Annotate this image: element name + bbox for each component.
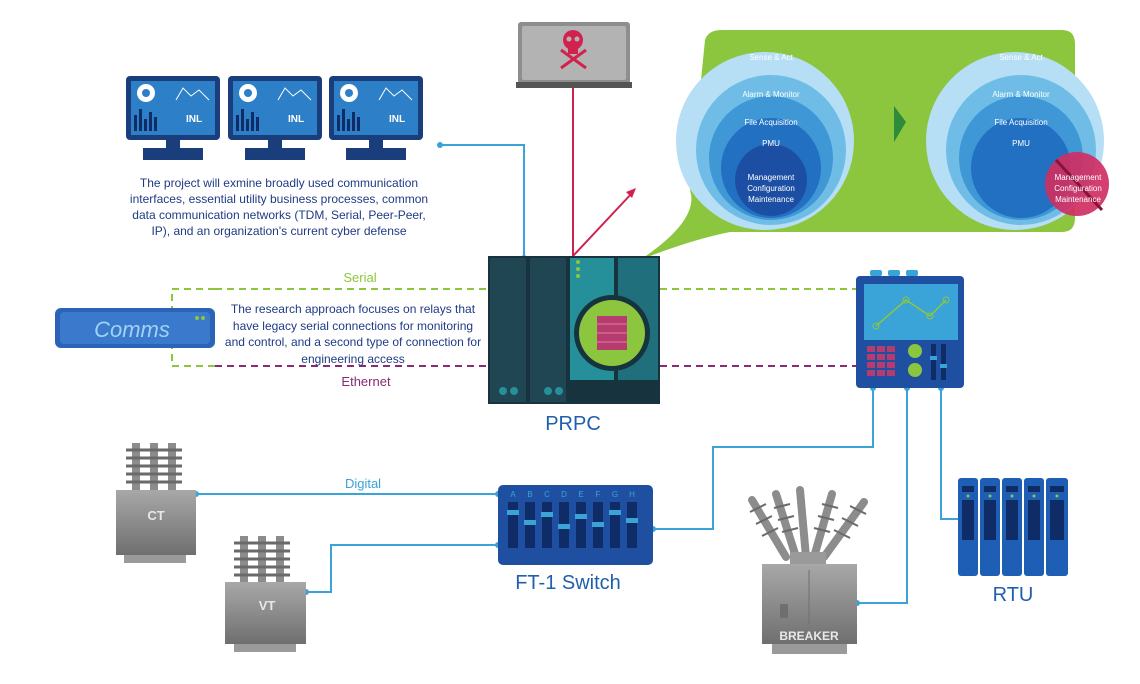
inl-logo: INL xyxy=(389,114,405,125)
rtu-label: RTU xyxy=(993,584,1034,606)
layer-label: Alarm & Monitor xyxy=(992,90,1050,99)
layer-label: File Acquisition xyxy=(994,118,1047,127)
ethernet-label: Ethernet xyxy=(341,374,391,389)
channel-label: C xyxy=(544,490,550,499)
relay-device xyxy=(856,270,964,388)
channel-label: E xyxy=(578,490,583,499)
channel-label: D xyxy=(561,490,567,499)
layer-label: Maintenance xyxy=(1055,195,1101,204)
monitor: INL xyxy=(228,76,322,160)
no-entry-icon xyxy=(1045,152,1109,216)
vt-label: VT xyxy=(259,598,276,613)
play-arrow-icon xyxy=(894,106,906,142)
layer-label: Alarm & Monitor xyxy=(742,90,800,99)
channel-label: F xyxy=(596,490,601,499)
layer-label: Sense & Act xyxy=(999,53,1043,62)
channel-label: A xyxy=(510,490,516,499)
breaker-relay-link xyxy=(857,388,908,604)
ct-transformer: CT xyxy=(116,443,196,563)
channel-label: H xyxy=(629,490,635,499)
skull-crossbones-icon xyxy=(560,30,587,70)
layer-label: Configuration xyxy=(1054,184,1102,193)
project-description: The project will exmine broadly used com… xyxy=(129,176,429,238)
prpc-label: PRPC xyxy=(545,413,601,435)
breaker-label: BREAKER xyxy=(779,629,839,643)
layer-stack-left: Sense & Act Alarm & Monitor File Acquisi… xyxy=(676,52,854,230)
layer-label: File Acquisition xyxy=(744,118,797,127)
switch-relay-link xyxy=(653,388,874,530)
rtu-rack xyxy=(958,478,1068,576)
layer-label: PMU xyxy=(762,139,780,148)
layer-label: Maintenance xyxy=(748,195,794,204)
layer-stack-right: Sense & Act Alarm & Monitor File Acquisi… xyxy=(926,52,1109,230)
attacker-server xyxy=(516,22,632,88)
comms-label: Comms xyxy=(94,317,170,342)
channel-label: G xyxy=(612,490,618,499)
inl-logo: INL xyxy=(288,114,304,125)
prpc-device xyxy=(488,256,660,404)
layer-label: Configuration xyxy=(747,184,795,193)
ct-label: CT xyxy=(147,508,164,523)
rtu-relay-link xyxy=(940,388,958,520)
digital-label: Digital xyxy=(345,476,381,491)
layer-label: PMU xyxy=(1012,139,1030,148)
monitor: INL xyxy=(329,76,423,160)
layer-label: Sense & Act xyxy=(749,53,793,62)
layer-label: Management xyxy=(748,173,795,182)
digital-link-vt xyxy=(306,544,498,593)
monitor-link xyxy=(440,144,525,258)
connections xyxy=(171,88,958,606)
monitor-row: INL INL INL xyxy=(126,76,423,160)
ft1-switch: A B C D E F G H xyxy=(498,485,653,565)
comms-device: Comms xyxy=(55,308,215,348)
layer-label: Management xyxy=(1055,173,1102,182)
serial-label: Serial xyxy=(343,270,376,285)
breaker: BREAKER xyxy=(748,486,868,654)
ft1-label: FT-1 Switch xyxy=(515,572,621,594)
attack-arrow xyxy=(572,191,634,257)
monitor: INL xyxy=(126,76,220,160)
inl-logo: INL xyxy=(186,114,202,125)
research-description: The research approach focuses on relays … xyxy=(224,302,482,366)
keypad xyxy=(867,346,895,376)
channel-label: B xyxy=(527,490,532,499)
vt-transformer: VT xyxy=(225,536,306,652)
